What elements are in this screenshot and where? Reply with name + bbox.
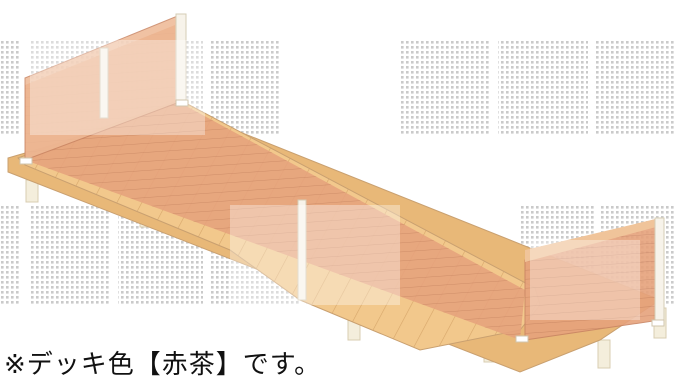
product-caption: ※デッキ色【赤茶】です。 (4, 350, 322, 380)
watermark-overlay (30, 40, 640, 320)
railing-corner (525, 218, 660, 262)
footing-pads (19, 99, 665, 343)
